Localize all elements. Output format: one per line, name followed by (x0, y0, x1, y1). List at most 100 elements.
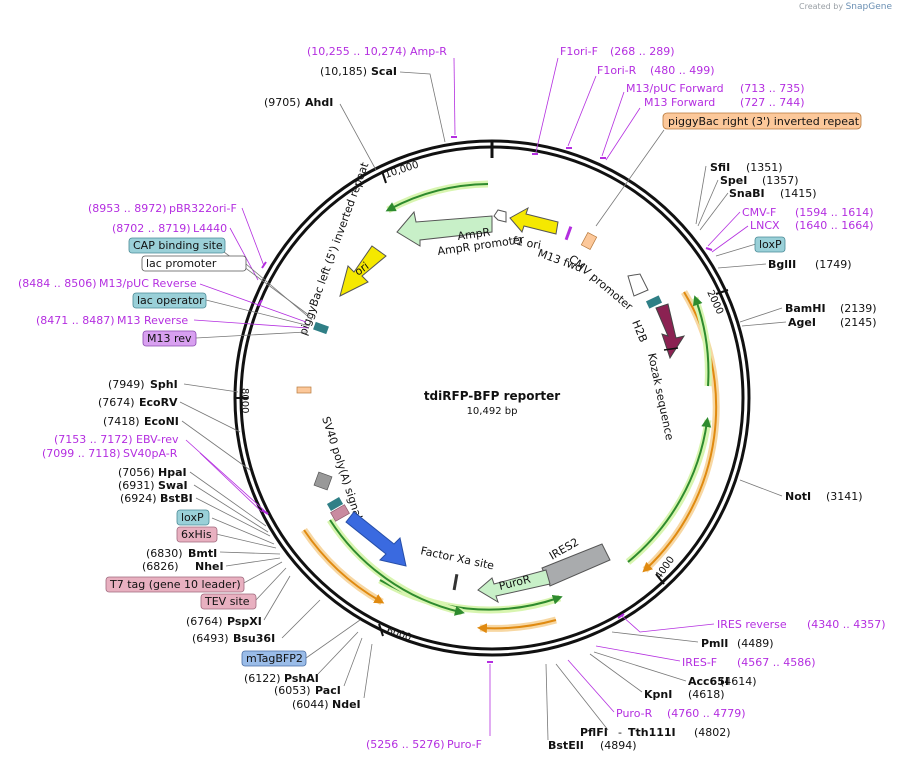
lead-ecorv (179, 401, 241, 433)
green-arc-right2-line (627, 417, 712, 563)
lead-bmti (219, 551, 281, 555)
site-bamhi-name: BamHI (785, 302, 826, 315)
kozak-mark (663, 347, 679, 351)
box-t7: T7 tag (gene 10 leader) (105, 576, 245, 593)
green-arc-top (386, 180, 489, 214)
site-scai-name: ScaI (371, 65, 397, 78)
site-sfii-name: SfiI (710, 161, 730, 174)
lead-m13puc-rev (199, 283, 307, 323)
lead-paci (343, 637, 363, 687)
site-bsteii-pos: (4894) (600, 739, 637, 752)
tick-mark-2000 (715, 289, 729, 295)
site-agei-name: AgeI (788, 316, 816, 329)
box-tev-text: TEV site (204, 595, 250, 608)
primer-l4440-name: L4440 (193, 222, 227, 235)
primer-ebv-rev-range: (7153 .. 7172) (54, 433, 133, 446)
box-cap-text: CAP binding site (133, 239, 223, 252)
lead-ndei (363, 643, 373, 699)
primer-puro-r-name: Puro-R (616, 707, 653, 720)
site-snabi-name: SnaBI (729, 187, 765, 200)
site-kpni-pos: (4618) (688, 688, 725, 701)
green-arc-bottom-left-line (329, 519, 465, 616)
primer-ires-rev-range: (4340 .. 4357) (807, 618, 886, 631)
site-bamhi-pos: (2139) (840, 302, 877, 315)
site-bglii-name: BglII (768, 258, 796, 271)
lead-sfii (695, 165, 707, 225)
orange-arc-bottom-line (477, 619, 557, 634)
ori-arrow (339, 245, 387, 297)
tick-mark-4000 (655, 573, 665, 585)
lead-pbac-right (595, 129, 665, 227)
site-pshai-pos: (6122) (244, 672, 281, 685)
plasmid-name: tdiRFP-BFP reporter (424, 389, 560, 403)
box-pbac-right: piggyBac right (3') inverted repeat (662, 112, 862, 130)
primer-mark-cmv (705, 247, 713, 251)
site-snabi-pos: (1415) (780, 187, 817, 200)
lead-nhei (225, 557, 281, 567)
lead-bsu36i (281, 599, 321, 639)
primer-lncx-name: LNCX (750, 219, 780, 232)
site-bstbi-pos: (6924) (120, 492, 157, 505)
site-noti-pos: (3141) (826, 490, 863, 503)
box-lacop-text: lac operator (137, 294, 204, 307)
lead-loxp1 (715, 243, 757, 257)
lead-m13-reverse (193, 319, 309, 329)
site-sphi-pos: (7949) (108, 378, 145, 391)
factorxa-label: Factor Xa site (419, 544, 495, 572)
lead-pflfi (555, 663, 609, 731)
box-loxp2: loxP (176, 509, 210, 526)
lead-l4440 (229, 227, 259, 281)
primer-puro-f-name: Puro-F (447, 738, 482, 751)
primer-m13fwd-range: (727 .. 744) (740, 96, 805, 109)
lead-bamhi (739, 307, 783, 323)
site-sfii-pos: (1351) (746, 161, 783, 174)
site-bsu36i-pos: (6493) (192, 632, 229, 645)
h2b-label: H2B (629, 318, 650, 344)
lead-his (215, 533, 277, 549)
primer-ampr-name: Amp-R (410, 45, 447, 58)
lead-ampr (453, 57, 456, 136)
site-ahdi-name: AhdI (305, 96, 333, 109)
primer-mark-ebv (261, 509, 269, 515)
site-pshai-name: PshAI (284, 672, 319, 685)
site-paci-pos: (6053) (274, 684, 311, 697)
site-bsu36i-name: Bsu36I (233, 632, 275, 645)
lead-scai (399, 71, 446, 143)
pbac-left-mark (296, 386, 312, 394)
site-paci-name: PacI (315, 684, 341, 697)
lead-bglii (717, 263, 767, 269)
lead-sphi (183, 383, 239, 393)
lead-puro-r (567, 659, 615, 713)
primer-m13-reverse-name: M13 Reverse (117, 314, 188, 327)
lead-sv40pa-r (199, 452, 263, 513)
site-agei-pos: (2145) (840, 316, 877, 329)
primer-m13puc-fwd-range: (713 .. 735) (740, 82, 805, 95)
lead-m13fwd (605, 107, 641, 161)
lead-m13puc (601, 91, 625, 157)
site-bglii-pos: (1749) (815, 258, 852, 271)
site-econi-name: EcoNI (144, 415, 179, 428)
box-cap: CAP binding site (128, 237, 226, 254)
tick-6000: 6000 (385, 625, 413, 643)
primer-ires-f-name: IRES-F (682, 656, 717, 669)
site-bsteii-name: BstEII (548, 739, 584, 752)
lead-lncx (711, 225, 749, 253)
green-arc-right-line (692, 295, 710, 387)
site-kpni-name: KpnI (644, 688, 672, 701)
h2b-cap (645, 295, 663, 309)
lead-hpai (189, 471, 267, 527)
lac-cluster-mark (313, 321, 329, 335)
sv40-label: SV40 poly(A) signal (319, 415, 365, 521)
box-his: 6xHis (176, 526, 218, 543)
lead-spei (697, 179, 719, 227)
site-spei-name: SpeI (720, 174, 747, 187)
primer-sv40pa-r-range: (7099 .. 7118) (42, 447, 121, 460)
primer-m13-reverse-range: (8471 .. 8487) (36, 314, 115, 327)
f1ori-arrow (509, 206, 559, 235)
lead-snabi (699, 192, 729, 231)
box-loxp2-text: loxP (181, 511, 204, 524)
site-bstbi-name: BstBI (160, 492, 193, 505)
primer-l4440-range: (8702 .. 8719) (112, 222, 191, 235)
lead-acc65i (593, 651, 687, 682)
